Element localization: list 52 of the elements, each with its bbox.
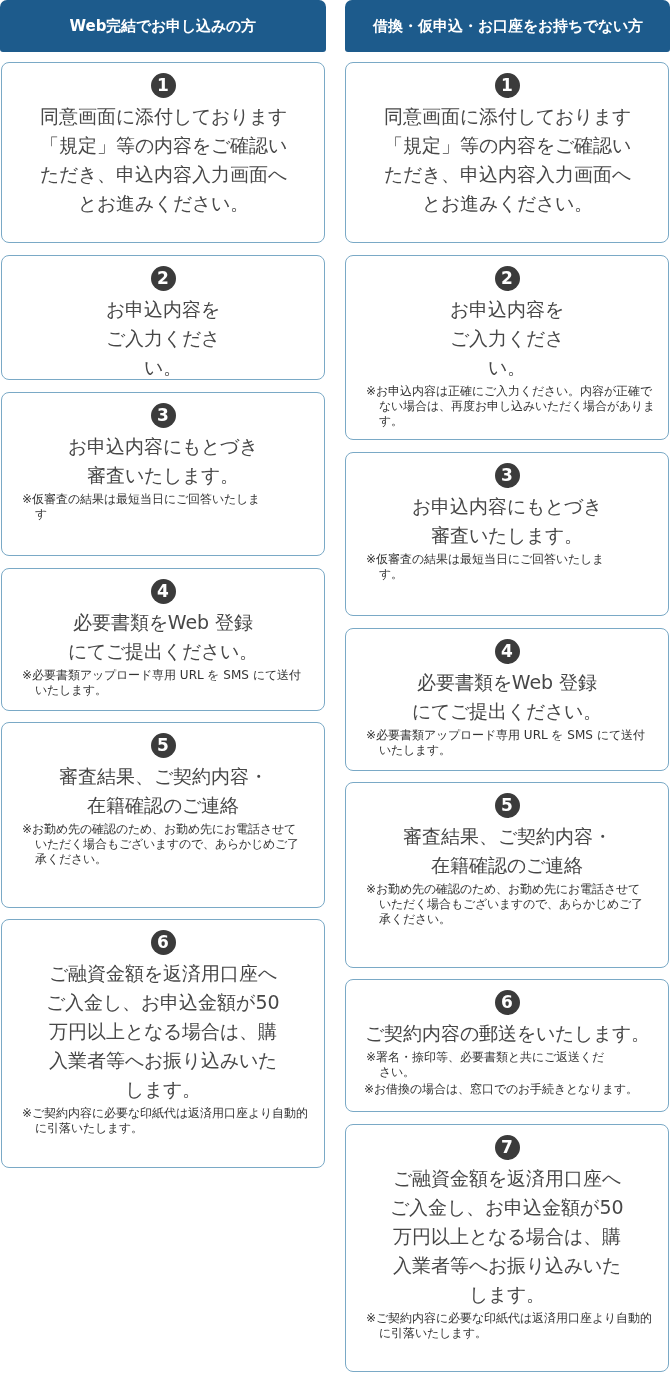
step-note: ※仮審査の結果は最短当日にご回答いたします。 (366, 552, 606, 582)
step-note: ※ご契約内容に必要な印紙代は返済用口座より自動的に引落いたします。 (366, 1311, 654, 1341)
step-card (1, 62, 325, 243)
step-text: ご契約内容の郵送をいたします。 (363, 1021, 651, 1046)
step-card (1, 568, 325, 711)
step-card (345, 782, 669, 968)
step-card (345, 452, 669, 616)
step-text: 審査結果、ご契約内容・在籍確認のご連絡 (57, 764, 269, 818)
step-number: 5 (150, 733, 176, 758)
step-number: 2 (494, 266, 520, 291)
step-number: 1 (150, 73, 176, 98)
step-note: ※お勤め先の確認のため、お勤め先にお電話させていただく場合もございますので、あらかじめご了承ください。 (22, 822, 300, 867)
step-note: ※必要書類アップロード専用 URL を SMS にて送付いたします。 (366, 728, 646, 758)
step-number: 3 (494, 463, 520, 488)
step-number: 6 (494, 990, 520, 1015)
step-card (345, 1124, 669, 1372)
step-note: ※お申込内容は正確にご入力ください。内容が正確でない場合は、再度お申し込みいただく場合があります。 (366, 384, 656, 429)
column-header: Web完結でお申し込みの方 (0, 0, 326, 52)
step-number: 1 (494, 73, 520, 98)
step-note: ※必要書類アップロード専用 URL を SMS にて送付いたします。 (22, 668, 302, 698)
step-note: ※仮審査の結果は最短当日にご回答いたします (22, 492, 262, 522)
step-number: 5 (494, 793, 520, 818)
step-card (1, 255, 325, 380)
step-number: 4 (150, 579, 176, 604)
step-number: 7 (494, 1135, 520, 1160)
step-card (345, 62, 669, 243)
step-number: 6 (150, 930, 176, 955)
step-text: お申込内容にもとづき審査いたします。 (411, 494, 603, 548)
step-number: 3 (150, 403, 176, 428)
step-note: ※お借換の場合は、窓口でのお手続きとなります。 (364, 1082, 640, 1097)
step-card (345, 628, 669, 771)
step-text: 同意画面に添付しております「規定」等の内容をご確認いただき、申込内容入力画面へとお進みください。 (38, 104, 288, 216)
step-text: 必要書類をWeb 登録にてご提出ください。 (411, 670, 603, 724)
step-number: 2 (150, 266, 176, 291)
step-text: 審査結果、ご契約内容・在籍確認のご連絡 (401, 824, 613, 878)
step-card (345, 255, 669, 440)
step-text: お申込内容をご入力ください。 (105, 297, 221, 380)
step-note: ※署名・捺印等、必要書類と共にご返送ください。 (366, 1050, 606, 1080)
step-text: 必要書類をWeb 登録にてご提出ください。 (67, 610, 259, 664)
step-note: ※お勤め先の確認のため、お勤め先にお電話させていただく場合もございますので、あらかじめご了承ください。 (366, 882, 644, 927)
step-card (345, 979, 669, 1112)
step-card (1, 722, 325, 908)
column-header: 借換・仮申込・お口座をお持ちでない方 (345, 0, 670, 52)
step-note: ※ご契約内容に必要な印紙代は返済用口座より自動的に引落いたします。 (22, 1106, 310, 1136)
step-text: ご融資金額を返済用口座へご入金し、お申込金額が50万円以上となる場合は、購入業者等へお振り込みいたします。 (46, 961, 280, 1102)
step-number: 4 (494, 639, 520, 664)
step-text: お申込内容にもとづき審査いたします。 (67, 434, 259, 488)
step-card (1, 392, 325, 556)
step-text: お申込内容をご入力ください。 (449, 297, 565, 380)
step-card (1, 919, 325, 1168)
step-text: 同意画面に添付しております「規定」等の内容をご確認いただき、申込内容入力画面へとお進みください。 (382, 104, 632, 216)
step-text: ご融資金額を返済用口座へご入金し、お申込金額が50万円以上となる場合は、購入業者等へお振り込みいたします。 (390, 1166, 624, 1307)
